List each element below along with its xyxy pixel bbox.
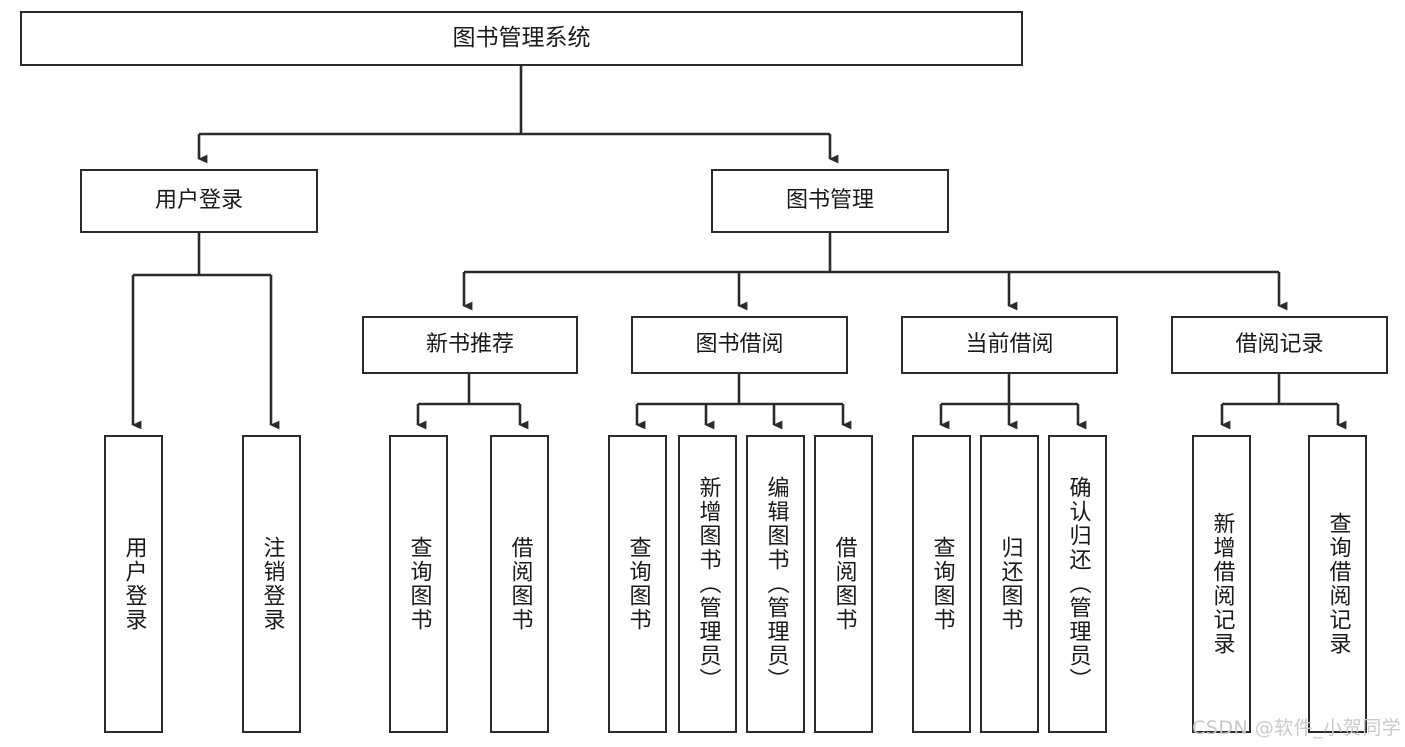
node-leaf-borrow-book-1-label: 借阅图书 <box>507 536 533 632</box>
node-borrow-record-label: 借阅记录 <box>1235 331 1324 357</box>
node-leaf-query-book-1[interactable]: 查询图书 <box>389 435 448 733</box>
node-root-label: 图书管理系统 <box>452 25 591 52</box>
csdn-watermark: CSDN @软件_小贺同学 <box>1192 717 1402 739</box>
node-user-login[interactable]: 用户登录 <box>80 169 318 233</box>
node-leaf-return-book-label: 归还图书 <box>997 536 1023 632</box>
node-leaf-confirm-return[interactable]: 确认归还（管理员） <box>1048 435 1107 733</box>
node-leaf-query-borrow-record-label: 查询借阅记录 <box>1325 512 1351 656</box>
node-leaf-add-borrow-record[interactable]: 新增借阅记录 <box>1192 435 1251 733</box>
node-leaf-query-book-1-label: 查询图书 <box>406 536 432 632</box>
node-leaf-add-book-label: 新增图书（管理员） <box>695 476 721 692</box>
node-leaf-query-book-3-label: 查询图书 <box>929 536 955 632</box>
node-borrow-record[interactable]: 借阅记录 <box>1171 316 1388 374</box>
node-leaf-query-borrow-record[interactable]: 查询借阅记录 <box>1308 435 1367 733</box>
node-current-borrow-label: 当前借阅 <box>965 331 1054 357</box>
node-book-management[interactable]: 图书管理 <box>711 169 949 233</box>
node-book-borrow-label: 图书借阅 <box>695 331 784 357</box>
node-leaf-confirm-return-label: 确认归还（管理员） <box>1065 476 1091 692</box>
node-leaf-edit-book[interactable]: 编辑图书（管理员） <box>746 435 805 733</box>
node-leaf-query-book-2[interactable]: 查询图书 <box>608 435 667 733</box>
node-book-management-label: 图书管理 <box>785 187 874 213</box>
node-leaf-borrow-book-2[interactable]: 借阅图书 <box>814 435 873 733</box>
node-leaf-query-book-3[interactable]: 查询图书 <box>912 435 971 733</box>
node-new-book-recommend-label: 新书推荐 <box>425 331 514 357</box>
node-leaf-logout-login-label: 注销登录 <box>259 536 285 632</box>
node-leaf-user-login-label: 用户登录 <box>121 536 147 632</box>
node-leaf-logout-login[interactable]: 注销登录 <box>242 435 301 733</box>
node-leaf-query-book-2-label: 查询图书 <box>625 536 651 632</box>
node-book-borrow[interactable]: 图书借阅 <box>631 316 848 374</box>
node-current-borrow[interactable]: 当前借阅 <box>901 316 1118 374</box>
node-leaf-borrow-book-1[interactable]: 借阅图书 <box>490 435 549 733</box>
node-leaf-borrow-book-2-label: 借阅图书 <box>831 536 857 632</box>
node-leaf-add-book[interactable]: 新增图书（管理员） <box>678 435 737 733</box>
node-leaf-edit-book-label: 编辑图书（管理员） <box>763 476 789 692</box>
node-new-book-recommend[interactable]: 新书推荐 <box>362 316 578 374</box>
node-leaf-add-borrow-record-label: 新增借阅记录 <box>1209 512 1235 656</box>
node-leaf-user-login[interactable]: 用户登录 <box>104 435 163 733</box>
node-root-system[interactable]: 图书管理系统 <box>20 11 1023 66</box>
node-user-login-label: 用户登录 <box>154 187 243 213</box>
node-leaf-return-book[interactable]: 归还图书 <box>980 435 1039 733</box>
